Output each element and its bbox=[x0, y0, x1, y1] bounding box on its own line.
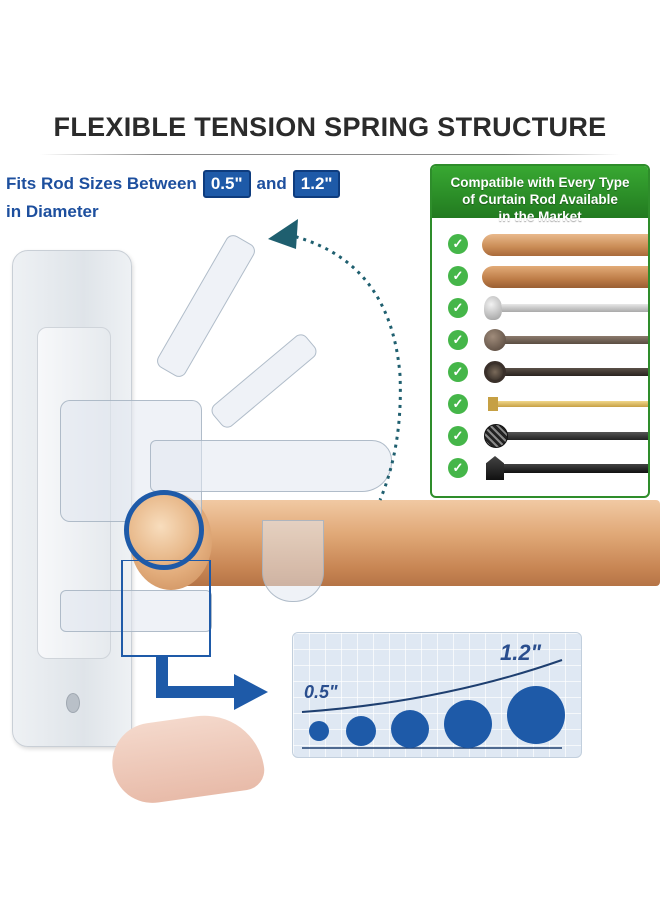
gold-end-icon bbox=[488, 397, 498, 411]
rod-bronze-ball bbox=[502, 336, 648, 344]
fits-prefix: Fits Rod Sizes Between bbox=[6, 174, 197, 193]
silver-finial-icon bbox=[484, 296, 502, 320]
growth-curve bbox=[301, 659, 563, 749]
compat-line-1: Compatible with Every Type bbox=[450, 175, 630, 190]
clamp-arm-main bbox=[150, 440, 392, 492]
rod-black-square bbox=[502, 464, 648, 473]
wooden-rod bbox=[170, 500, 660, 586]
check-icon: ✓ bbox=[448, 426, 468, 446]
check-icon: ✓ bbox=[448, 298, 468, 318]
compatibility-header: Compatible with Every Type of Curtain Ro… bbox=[432, 166, 648, 224]
square-finial-icon bbox=[486, 456, 504, 480]
bronze-ball-icon bbox=[484, 329, 506, 351]
rod-row-4: ✓ bbox=[432, 324, 648, 356]
rod-gold-thin bbox=[488, 401, 648, 407]
min-size-label: 0.5" bbox=[304, 682, 338, 702]
rod-row-7: ✓ bbox=[432, 420, 648, 452]
rod-row-1: ✓ bbox=[432, 228, 648, 260]
lattice-ball-icon bbox=[484, 424, 508, 448]
rod-silver-finial bbox=[502, 304, 648, 312]
fits-conj: and bbox=[256, 174, 287, 193]
black-scroll-icon bbox=[484, 361, 506, 383]
check-icon: ✓ bbox=[448, 394, 468, 414]
rod-black-scroll bbox=[502, 368, 648, 376]
rod-row-5: ✓ bbox=[432, 356, 648, 388]
rod-row-8: ✓ bbox=[432, 452, 648, 484]
size-dot-2 bbox=[346, 716, 376, 746]
clamp-hook bbox=[262, 520, 324, 602]
rod-row-6: ✓ bbox=[432, 388, 648, 420]
motion-arrow bbox=[268, 219, 402, 501]
rod-row-2: ✓ bbox=[432, 260, 648, 292]
clamp-arm-upper-1 bbox=[154, 232, 258, 380]
size-dot-5 bbox=[507, 686, 565, 744]
rod-row-3: ✓ bbox=[432, 292, 648, 324]
page-title: FLEXIBLE TENSION SPRING STRUCTURE bbox=[53, 112, 607, 142]
mount-hole-bottom bbox=[66, 693, 80, 713]
max-size-badge: 1.2" bbox=[292, 170, 341, 198]
check-icon: ✓ bbox=[448, 362, 468, 382]
rod-cross-section-magnifier bbox=[124, 490, 204, 570]
rod-wood-medium bbox=[482, 266, 648, 288]
check-icon: ✓ bbox=[448, 458, 468, 478]
rod-wood-light bbox=[482, 234, 648, 256]
min-size-badge: 0.5" bbox=[202, 170, 251, 198]
rod-black-lattice bbox=[502, 432, 648, 440]
check-icon: ✓ bbox=[448, 266, 468, 286]
compat-line-3: in the Market bbox=[498, 209, 582, 224]
pointer-arrow-icon bbox=[121, 560, 268, 710]
fits-suffix: in Diameter bbox=[6, 202, 99, 221]
size-dot-4 bbox=[444, 700, 492, 748]
size-dot-1 bbox=[309, 721, 329, 741]
title-divider bbox=[40, 154, 620, 155]
rod-size-note: Fits Rod Sizes Between 0.5" and 1.2" in … bbox=[6, 170, 341, 226]
check-icon: ✓ bbox=[448, 330, 468, 350]
compatibility-panel: Compatible with Every Type of Curtain Ro… bbox=[430, 164, 650, 498]
check-icon: ✓ bbox=[448, 234, 468, 254]
size-dot-3 bbox=[391, 710, 429, 748]
max-size-label: 1.2" bbox=[500, 640, 542, 665]
clamp-lower bbox=[60, 590, 212, 632]
compat-line-2: of Curtain Rod Available bbox=[462, 192, 618, 207]
